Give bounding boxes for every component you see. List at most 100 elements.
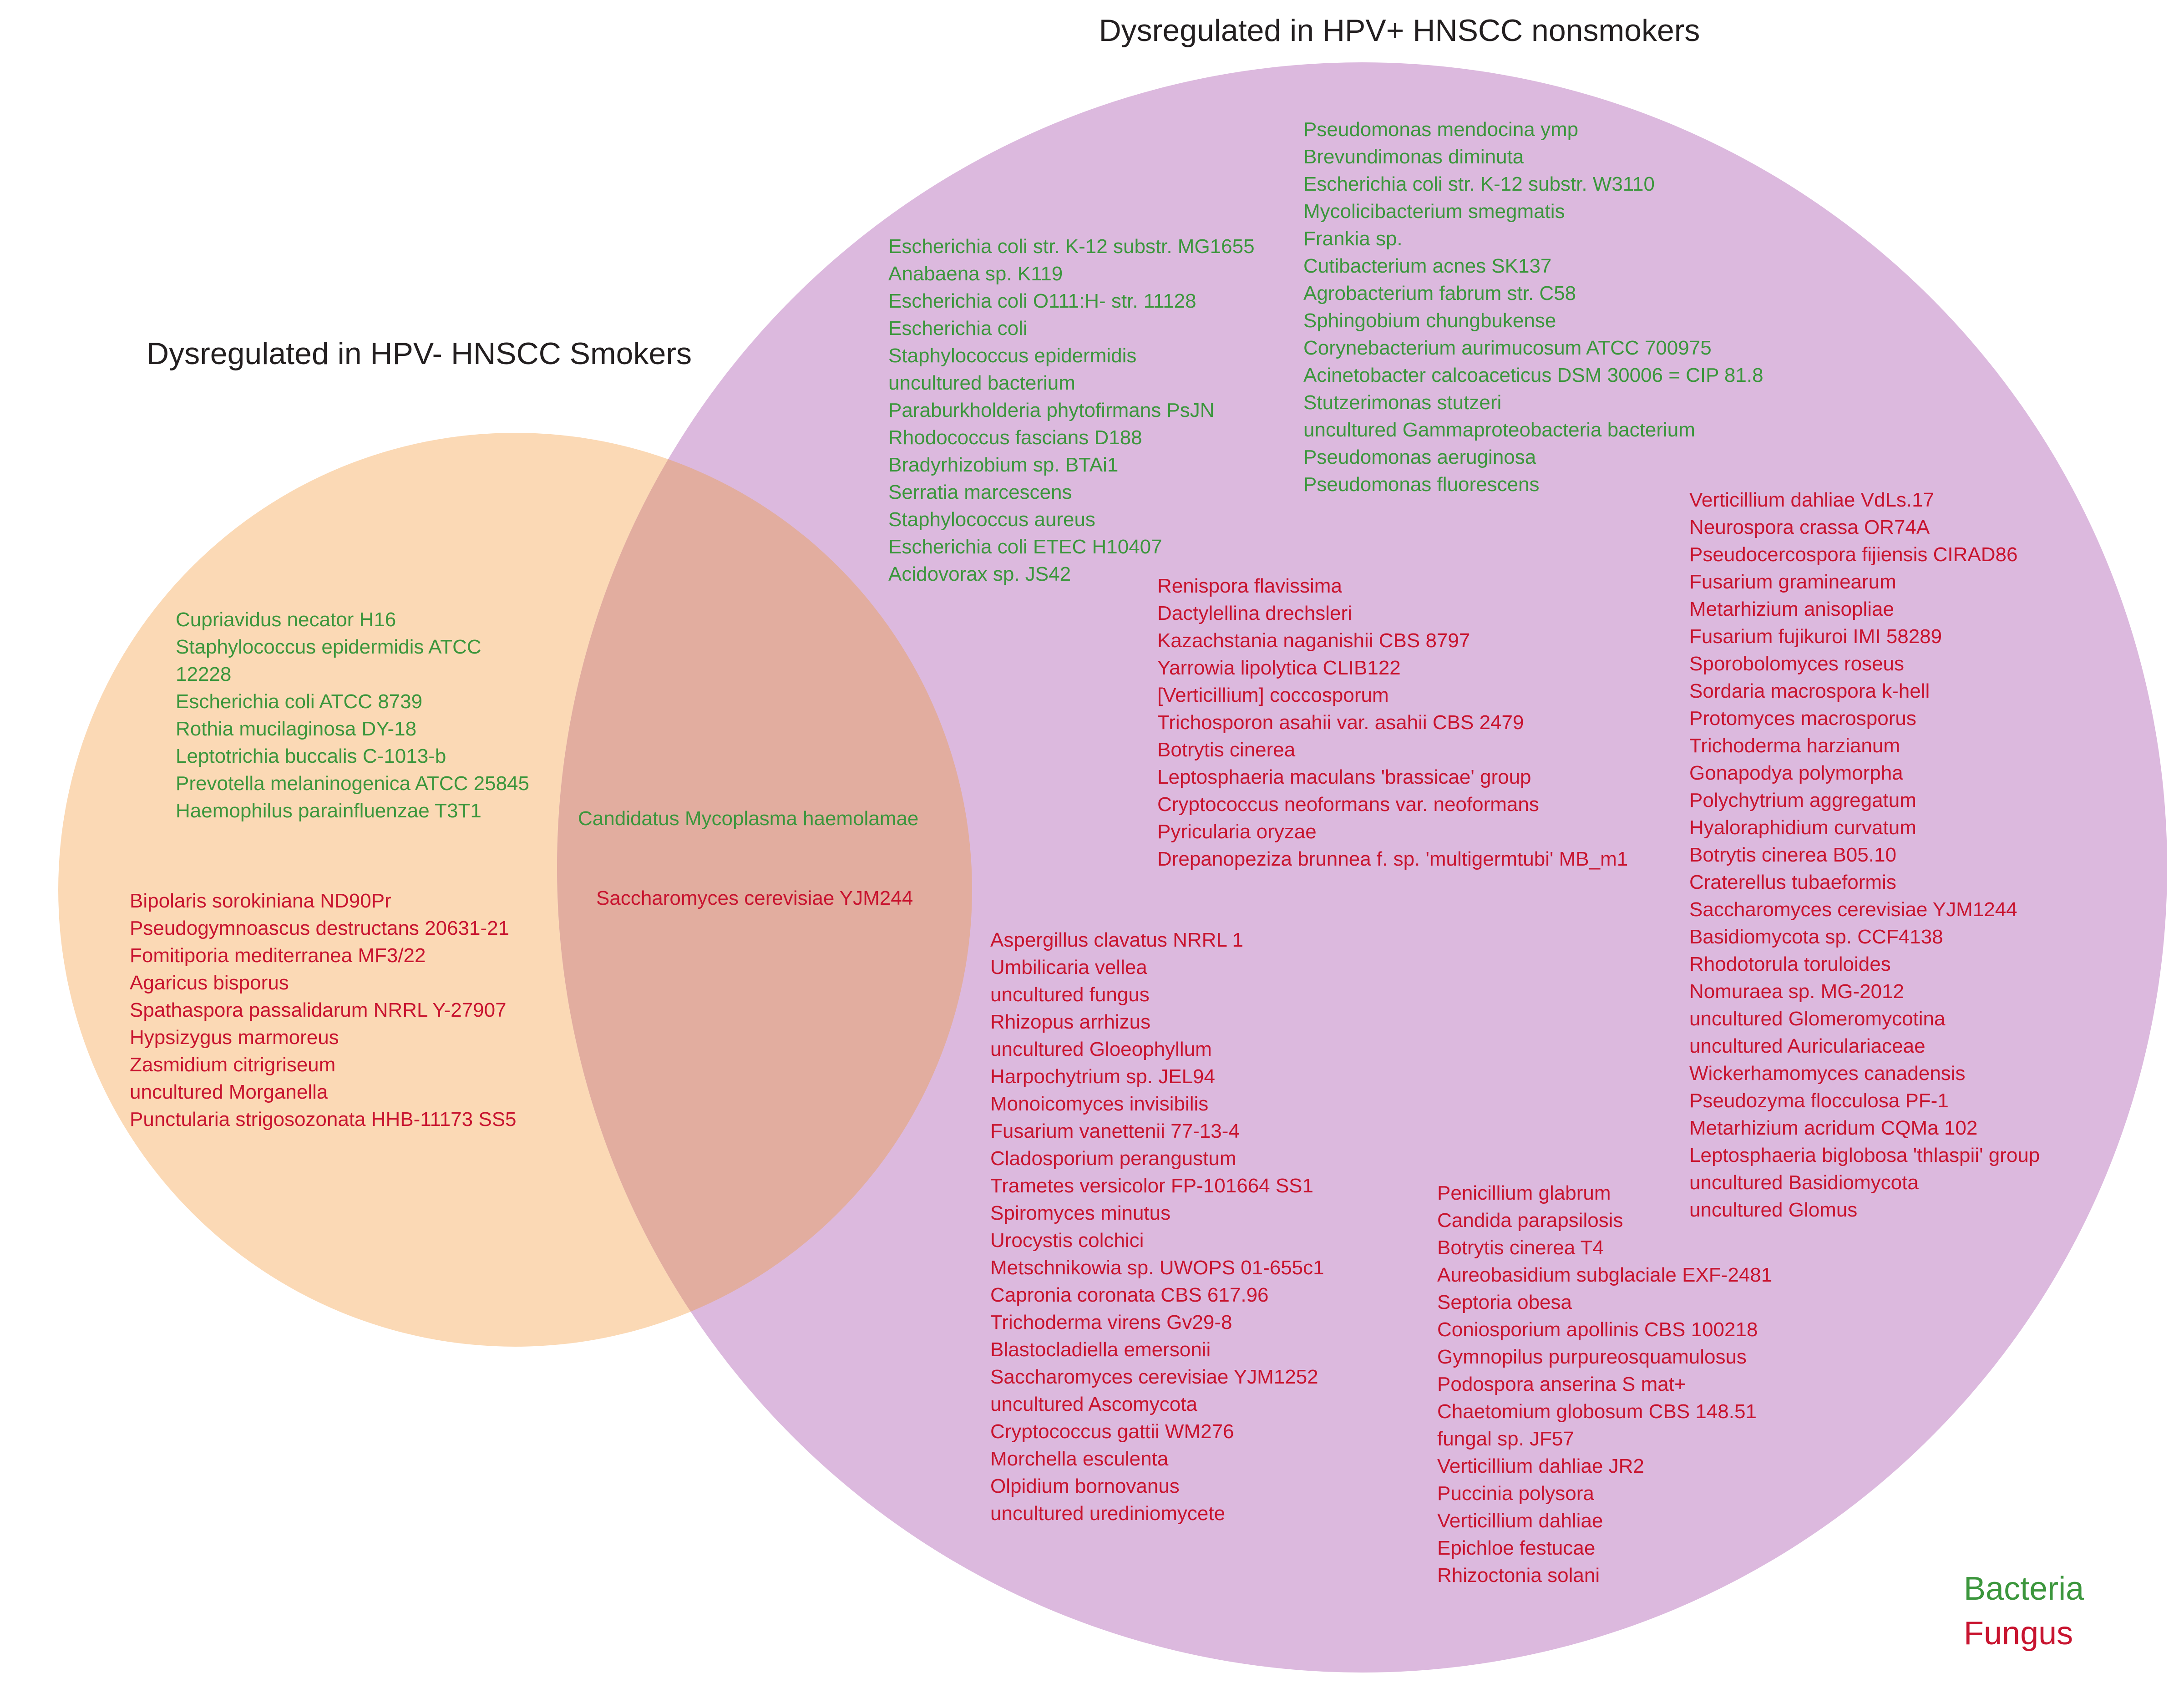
fungus-species-item: Pseudogymnoascus destructans 20631-21 (130, 917, 510, 939)
fungus-species-item: Urocystis colchici (990, 1229, 1144, 1252)
shared-fungi-list: Saccharomyces cerevisiae YJM244 (596, 885, 913, 912)
fungus-species-item: Puccinia polysora (1437, 1482, 1594, 1505)
fungus-species-item: Hyaloraphidium curvatum (1689, 816, 1916, 839)
bacteria-species-item: Bradyrhizobium sp. BTAi1 (888, 454, 1119, 476)
fungus-species-item: Dactylellina drechsleri (1157, 602, 1352, 624)
fungus-species-item: Bipolaris sorokiniana ND90Pr (130, 890, 391, 912)
fungus-species-item: Rhodotorula toruloides (1689, 953, 1891, 975)
fungus-species-item: Saccharomyces cerevisiae YJM244 (596, 887, 913, 909)
fungus-species-item: Botrytis cinerea (1157, 739, 1296, 761)
fungus-species-item: Trichoderma harzianum (1689, 735, 1900, 757)
bacteria-species-item: Brevundimonas diminuta (1303, 146, 1524, 168)
fungus-species-item: Wickerhamomyces canadensis (1689, 1062, 1966, 1085)
fungus-species-item: Saccharomyces cerevisiae YJM1252 (990, 1366, 1318, 1388)
fungus-species-item: Basidiomycota sp. CCF4138 (1689, 926, 1943, 948)
fungus-species-item: [Verticillium] coccosporum (1157, 684, 1389, 706)
bacteria-species-item: Staphylococcus epidermidis (888, 345, 1137, 367)
fungus-species-item: Cryptococcus neoformans var. neoformans (1157, 793, 1539, 816)
fungus-species-item: Metschnikowia sp. UWOPS 01-655c1 (990, 1257, 1324, 1279)
fungus-species-item: Metarhizium anisopliae (1689, 598, 1894, 620)
fungus-species-item: uncultured Ascomycota (990, 1393, 1197, 1415)
bacteria-species-item: Rothia mucilaginosa DY-18 (176, 718, 417, 740)
fungus-species-item: Yarrowia lipolytica CLIB122 (1157, 657, 1401, 679)
fungus-species-item: Olpidium bornovanus (990, 1475, 1180, 1497)
bacteria-species-item: Rhodococcus fascians D188 (888, 426, 1142, 449)
fungus-species-item: Verticillium dahliae (1437, 1510, 1603, 1532)
bacteria-species-item: Stutzerimonas stutzeri (1303, 391, 1502, 414)
fungus-species-item: uncultured urediniomycete (990, 1502, 1226, 1525)
fungus-species-item: Drepanopeziza brunnea f. sp. 'multigermt… (1157, 848, 1628, 870)
fungus-species-item: Agaricus bisporus (130, 972, 289, 994)
fungus-species-item: Gonapodya polymorpha (1689, 762, 1903, 784)
fungus-species-item: Capronia coronata CBS 617.96 (990, 1284, 1269, 1306)
fungus-species-item: Metarhizium acridum CQMa 102 (1689, 1117, 1978, 1139)
bacteria-species-item: Escherichia coli str. K-12 substr. MG165… (888, 235, 1255, 258)
fungus-species-item: Cladosporium perangustum (990, 1147, 1236, 1170)
fungus-species-item: Trametes versicolor FP-101664 SS1 (990, 1175, 1313, 1197)
fungus-species-item: Saccharomyces cerevisiae YJM1244 (1689, 898, 2017, 921)
fungus-species-item: Cryptococcus gattii WM276 (990, 1420, 1234, 1443)
fungus-species-item: Botrytis cinerea B05.10 (1689, 844, 1896, 866)
fungus-species-item: Fusarium fujikuroi IMI 58289 (1689, 625, 1942, 648)
bacteria-species-item: Leptotrichia buccalis C-1013-b (176, 745, 446, 767)
fungus-species-item: Podospora anserina S mat+ (1437, 1373, 1686, 1395)
fungus-species-item: Kazachstania naganishii CBS 8797 (1157, 629, 1470, 652)
fungus-species-item: Gymnopilus purpureosquamulosus (1437, 1346, 1747, 1368)
legend-bacteria: Bacteria (1964, 1571, 2084, 1607)
fungus-species-item: Chaetomium globosum CBS 148.51 (1437, 1400, 1757, 1423)
fungus-species-item: Pseudozyma flocculosa PF-1 (1689, 1090, 1949, 1112)
bacteria-species-item: Anabaena sp. K119 (888, 263, 1063, 285)
bacteria-species-item: Prevotella melaninogenica ATCC 25845 (176, 772, 529, 795)
legend-fungus: Fungus (1964, 1615, 2073, 1652)
fungus-species-item: Neurospora crassa OR74A (1689, 516, 1930, 538)
fungus-species-item: Verticillium dahliae JR2 (1437, 1455, 1644, 1477)
bacteria-species-item: Corynebacterium aurimucosum ATCC 700975 (1303, 337, 1712, 359)
fungus-species-item: Candida parapsilosis (1437, 1209, 1623, 1232)
shared-bacteria-list: Candidatus Mycoplasma haemolamae (578, 805, 918, 832)
bacteria-species-item: Escherichia coli ATCC 8739 (176, 690, 423, 713)
bacteria-species-item: Haemophilus parainfluenzae T3T1 (176, 800, 481, 822)
fungus-species-item: Sporobolomyces roseus (1689, 653, 1905, 675)
fungus-species-item: uncultured Auriculariaceae (1689, 1035, 1926, 1057)
fungus-species-item: Zasmidium citrigriseum (130, 1054, 336, 1076)
fungus-species-item: uncultured Gloeophyllum (990, 1038, 1212, 1060)
fungus-species-item: Septoria obesa (1437, 1291, 1572, 1313)
bacteria-species-item: Escherichia coli str. K-12 substr. W3110 (1303, 173, 1655, 195)
fungus-species-item: Sordaria macrospora k-hell (1689, 680, 1930, 702)
fungus-species-item: Fusarium vanettenii 77-13-4 (990, 1120, 1240, 1142)
fungus-species-item: Rhizoctonia solani (1437, 1564, 1600, 1587)
fungus-species-item: Renispora flavissima (1157, 575, 1342, 597)
bacteria-species-item: Serratia marcescens (888, 481, 1072, 503)
bacteria-species-item: Agrobacterium fabrum str. C58 (1303, 282, 1576, 304)
fungus-species-item: Fusarium graminearum (1689, 571, 1896, 593)
fungus-species-item: Epichloe festucae (1437, 1537, 1596, 1559)
bacteria-species-item: Acinetobacter calcoaceticus DSM 30006 = … (1303, 364, 1763, 386)
bacteria-species-item: Pseudomonas fluorescens (1303, 473, 1540, 496)
fungus-species-item: Aspergillus clavatus NRRL 1 (990, 929, 1243, 951)
fungus-species-item: Spiromyces minutus (990, 1202, 1171, 1224)
fungus-species-item: uncultured Glomeromycotina (1689, 1008, 1946, 1030)
bacteria-species-item: Paraburkholderia phytofirmans PsJN (888, 399, 1215, 421)
fungus-species-item: Leptosphaeria maculans 'brassicae' group (1157, 766, 1531, 788)
fungus-species-item: Botrytis cinerea T4 (1437, 1237, 1604, 1259)
smokers-set-title: Dysregulated in HPV- HNSCC Smokers (147, 336, 692, 371)
fungus-species-item: Hypsizygus marmoreus (130, 1026, 339, 1049)
bacteria-species-item: Candidatus Mycoplasma haemolamae (578, 807, 919, 830)
fungus-species-item: Pseudocercospora fijiensis CIRAD86 (1689, 543, 2018, 566)
bacteria-species-item: Cupriavidus necator H16 (176, 608, 396, 631)
bacteria-species-item: Pseudomonas mendocina ymp (1303, 118, 1579, 141)
hpv-positive-nonsmokers-circle (557, 62, 2167, 1673)
bacteria-species-item: Escherichia coli O111:H- str. 11128 (888, 290, 1196, 312)
fungus-species-item: Morchella esculenta (990, 1448, 1169, 1470)
fungus-species-item: Penicillium glabrum (1437, 1182, 1611, 1204)
bacteria-species-item: Escherichia coli ETEC H10407 (888, 536, 1162, 558)
bacteria-species-item: uncultured bacterium (888, 372, 1075, 394)
fungus-species-item: fungal sp. JF57 (1437, 1428, 1574, 1450)
fungus-species-item: Fomitiporia mediterranea MF3/22 (130, 944, 426, 967)
